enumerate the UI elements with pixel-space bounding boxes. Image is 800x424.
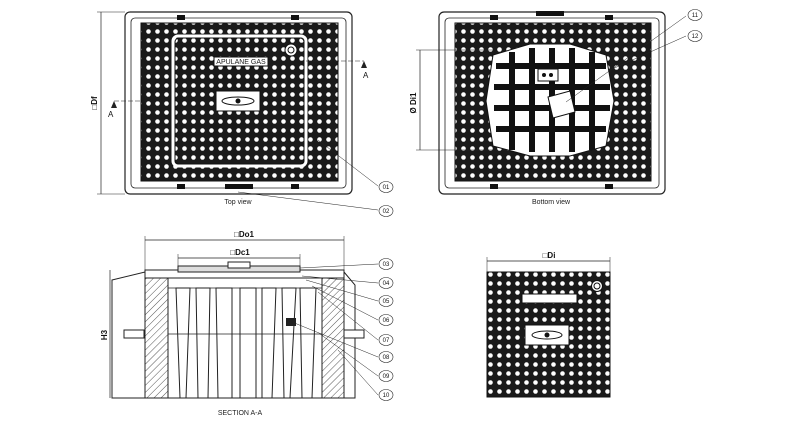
top-view xyxy=(97,11,379,211)
balloon-label: 11 xyxy=(692,13,699,19)
balloon-label: 01 xyxy=(383,185,390,191)
dimension-di1: Ø Di1 xyxy=(409,92,418,113)
balloon-10 xyxy=(378,389,394,401)
dimension-di: □Di xyxy=(543,251,556,260)
balloon-03 xyxy=(378,258,394,270)
dimension-dc1: □Dc1 xyxy=(230,248,250,257)
bottom-view xyxy=(416,11,687,195)
balloons: 01 02 03 04 05 06 07 08 09 10 11 12 xyxy=(378,9,703,401)
cover-plan-view xyxy=(486,257,611,398)
balloon-label: 07 xyxy=(383,338,390,344)
balloon-label: 04 xyxy=(383,281,390,287)
balloon-label: 09 xyxy=(383,374,390,380)
top-view-caption: Top view xyxy=(224,199,252,206)
balloon-11 xyxy=(687,9,703,21)
balloon-label: 12 xyxy=(692,34,699,40)
balloon-05 xyxy=(378,295,394,307)
bottom-view-caption: Bottom view xyxy=(532,199,571,206)
balloon-09 xyxy=(378,370,394,382)
balloon-08 xyxy=(378,351,394,363)
section-marker-right: A xyxy=(363,71,369,80)
balloon-label: 06 xyxy=(383,318,390,324)
balloon-04 xyxy=(378,277,394,289)
plate-text: APULANE GAS xyxy=(216,59,266,66)
balloon-01 xyxy=(378,181,394,193)
balloon-02 xyxy=(378,205,394,217)
balloon-label: 03 xyxy=(383,262,390,268)
balloon-label: 05 xyxy=(383,299,390,305)
dimension-do1: □Do1 xyxy=(234,230,254,239)
section-marker-left: A xyxy=(108,110,114,119)
balloon-label: 10 xyxy=(383,393,390,399)
balloon-07 xyxy=(378,334,394,346)
dimension-df: □Df xyxy=(90,96,99,110)
balloon-06 xyxy=(378,314,394,326)
balloon-label: 08 xyxy=(383,355,390,361)
balloon-12 xyxy=(687,30,703,42)
balloon-label: 02 xyxy=(383,209,390,215)
section-caption: SECTION A-A xyxy=(218,410,263,417)
cover-plate xyxy=(213,56,269,67)
section-view xyxy=(109,236,379,399)
dimension-h3: H3 xyxy=(100,329,109,340)
